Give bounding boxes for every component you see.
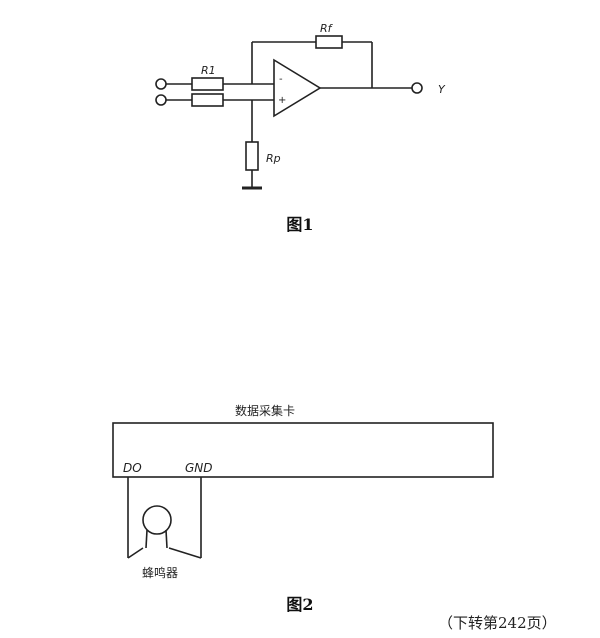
op-amp-symbol: [273, 58, 322, 118]
label-plus: +: [278, 95, 286, 106]
label-r1: R1: [201, 64, 216, 77]
figure-2-caption: 图2: [286, 595, 313, 614]
gnd-lead-diagonal: [168, 547, 202, 559]
do-lead-diagonal: [127, 547, 144, 559]
resistor-r2: [191, 93, 224, 107]
buzzer-leg-left: [145, 529, 148, 549]
label-output-y: Y: [438, 83, 446, 96]
label-minus: -: [279, 74, 283, 85]
resistor-r1: [191, 77, 224, 91]
figure-1-circuit: [155, 35, 423, 190]
continued-on-page-note: （下转第242页）: [438, 614, 557, 632]
buzzer-label: 蜂鸣器: [142, 565, 178, 580]
pin-label-gnd: GND: [185, 461, 213, 475]
buzzer-leg-right: [165, 529, 168, 549]
card-label: 数据采集卡: [235, 403, 295, 418]
pin-label-do: DO: [123, 461, 142, 475]
input-terminal-2: [155, 94, 167, 106]
input-terminal-1: [155, 78, 167, 90]
figure-1-caption: 图1: [286, 215, 313, 234]
resistor-rf: [315, 35, 343, 49]
buzzer-symbol: [142, 505, 172, 535]
label-rf: Rf: [320, 22, 334, 35]
label-rp: Rp: [266, 152, 281, 165]
output-terminal: [411, 82, 423, 94]
data-acquisition-card-box: [112, 422, 494, 478]
resistor-rp: [245, 141, 259, 171]
figure-2-diagram: [112, 422, 494, 559]
